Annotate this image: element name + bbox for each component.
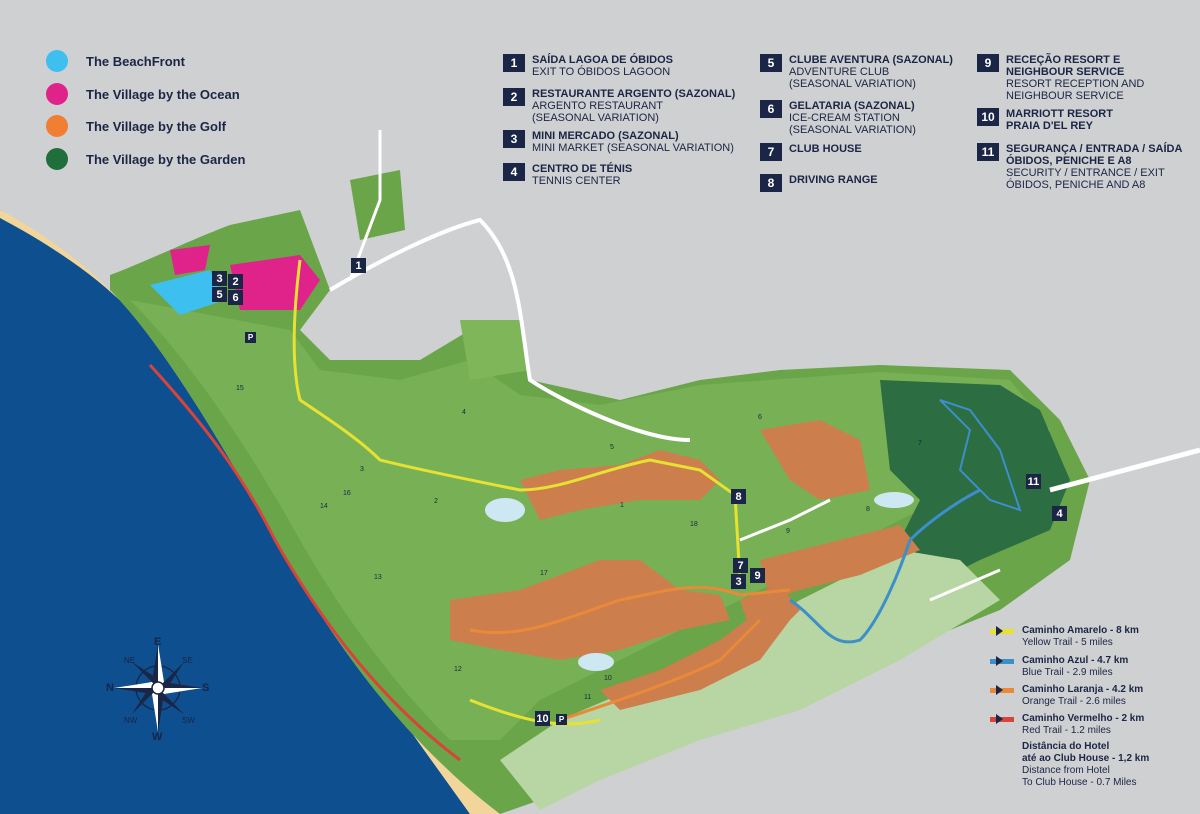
blue-trail [789, 488, 981, 644]
lake [485, 498, 525, 522]
compass-n: N [106, 682, 114, 694]
map-marker[interactable]: 3 [731, 574, 746, 589]
golf-hole-label: 1 [620, 502, 624, 509]
trail-arrow-icon [990, 685, 1014, 695]
trail-arrow-icon [990, 714, 1014, 724]
golf-hole-label: 5 [610, 444, 614, 451]
legend-label: The Village by the Ocean [86, 86, 240, 102]
ocean [0, 210, 470, 814]
golf-hole-label: 11 [584, 694, 592, 701]
garden-village-swatch [46, 148, 68, 170]
poi-10: 10 Marriott Resort Praia D'El Rey [977, 108, 1136, 132]
golf-hole-label: 15 [236, 385, 244, 392]
poi-7: 7 Club House [760, 143, 862, 161]
map-marker[interactable]: 1 [351, 258, 366, 273]
distance-note: Distância do Hotel até ao Club House - 1… [1022, 741, 1150, 788]
golf-hole-label: 12 [454, 666, 462, 673]
legend-label: The Village by the Golf [86, 118, 226, 134]
compass-s: S [202, 682, 210, 694]
yellow-trail [292, 259, 742, 581]
golf-hole-label: 10 [604, 675, 612, 682]
red-trail [148, 363, 461, 762]
parking-icon: P [556, 714, 567, 725]
golf-hole-label: 9 [786, 528, 790, 535]
trail-arrow-icon [990, 656, 1014, 666]
orange-trail [469, 585, 791, 635]
golf-hole-label: 3 [360, 466, 364, 473]
compass-se: SE [182, 656, 193, 665]
legend-label: The BeachFront [86, 53, 185, 69]
parking-icon: P [245, 332, 256, 343]
beachfront-area [150, 270, 225, 315]
legend-beachfront: The BeachFront [46, 50, 185, 72]
map-marker[interactable]: 4 [1052, 506, 1067, 521]
golf-hole-label: 18 [690, 521, 698, 528]
map-marker[interactable]: 3 [212, 271, 227, 286]
poi-5: 5 Clube Aventura (Sazonal)Adventure Club… [760, 54, 974, 90]
poi-4: 4 Centro de TénisTennis Center [503, 163, 632, 187]
poi-3: 3 Mini Mercado (Sazonal)Mini Market (Sea… [503, 130, 734, 154]
golf-hole-label: 8 [866, 506, 870, 513]
ocean-village-area [170, 245, 210, 275]
compass-e: E [154, 636, 162, 648]
compass-nw: NW [124, 716, 138, 725]
legend-garden-village: The Village by the Garden [46, 148, 245, 170]
golf-hole-label: 16 [343, 490, 351, 497]
poi-1: 1 Saída Lagoa de ÓbidosExit to Óbidos La… [503, 54, 673, 78]
trail-arrow-icon [990, 626, 1014, 636]
golf-hole-label: 7 [918, 440, 922, 447]
map-marker[interactable]: 9 [750, 568, 765, 583]
poi-8: 8 Driving Range [760, 174, 878, 192]
legend-ocean-village: The Village by the Ocean [46, 83, 240, 105]
golf-hole-label: 13 [374, 574, 382, 581]
legend-label: The Village by the Garden [86, 151, 246, 167]
garden-south-area [500, 550, 1000, 810]
map-marker[interactable]: 11 [1026, 474, 1041, 489]
beachfront-swatch [46, 50, 68, 72]
map-marker[interactable]: 8 [731, 489, 746, 504]
golf-hole-label: 2 [434, 498, 438, 505]
poi-9: 9 Receção Resort e Neighbour ServiceReso… [977, 54, 1176, 102]
poi-6: 6 Gelataria (Sazonal)Ice-Cream Station (… [760, 100, 959, 136]
golf-hole-label: 17 [540, 570, 548, 577]
compass-sw: SW [182, 716, 195, 725]
golf-hole-label: 4 [462, 409, 466, 416]
map-marker[interactable]: 7 [733, 558, 748, 573]
map-marker[interactable]: 10 [535, 711, 550, 726]
golf-village-swatch [46, 115, 68, 137]
poi-2: 2 Restaurante Argento (Sazonal)Argento R… [503, 88, 762, 124]
map-marker[interactable]: 5 [212, 287, 227, 302]
map-marker[interactable]: 2 [228, 274, 243, 289]
compass-ne: NE [124, 656, 136, 665]
compass-rose-icon [114, 644, 202, 732]
compass-w: W [152, 731, 163, 743]
golf-hole-label: 6 [758, 414, 762, 421]
map-marker[interactable]: 6 [228, 290, 243, 305]
road [328, 217, 691, 442]
ocean-village-swatch [46, 83, 68, 105]
golf-hole-label: 14 [320, 503, 328, 510]
poi-11: 11 Segurança / Entrada / Saída Óbidos, P… [977, 143, 1200, 191]
legend-golf-village: The Village by the Golf [46, 115, 226, 137]
